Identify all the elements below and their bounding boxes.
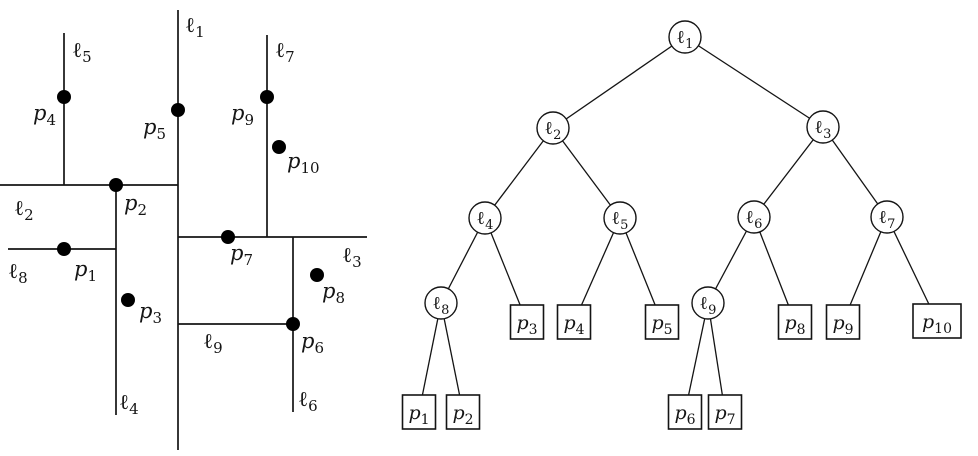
point-p6-label: p6 <box>301 329 324 357</box>
tree-edge-l9-p7 <box>707 302 726 413</box>
tree-leaf-p3-label: p3 <box>516 312 537 338</box>
point-p9 <box>260 90 274 104</box>
tree-node-l6-label: ℓ6 <box>746 207 763 232</box>
point-p1-label: p1 <box>74 257 97 285</box>
tree-node-l9 <box>691 286 725 320</box>
point-p4-label: p4 <box>33 101 56 129</box>
point-p9-label: p9 <box>231 101 254 129</box>
tree-leaf-p5 <box>644 304 680 340</box>
point-p8 <box>310 268 324 282</box>
point-p2 <box>109 178 123 192</box>
tree-leaf-p10 <box>912 303 962 339</box>
point-p5 <box>171 103 185 117</box>
tree-node-l9-label: ℓ9 <box>700 293 717 318</box>
tree-node-l1-label: ℓ1 <box>677 27 694 52</box>
tree-node-l2-label: ℓ2 <box>545 118 562 143</box>
tree-leaf-p1 <box>401 394 437 430</box>
tree-leaf-p2-label: p2 <box>452 402 473 428</box>
tree-node-l5-label: ℓ5 <box>612 208 629 233</box>
point-p3 <box>121 293 135 307</box>
line-l1-label: ℓ1 <box>185 13 205 41</box>
tree-node-l8-label: ℓ8 <box>433 293 450 318</box>
tree-edge-l9-p6 <box>684 302 709 413</box>
tree-leaf-p7-label: p7 <box>714 402 735 428</box>
tree-edge-l1-l3 <box>684 36 824 128</box>
tree-node-l4-label: ℓ4 <box>477 208 494 233</box>
line-l3-label: ℓ3 <box>342 243 362 271</box>
tree-node-l5 <box>603 201 637 235</box>
tree-leaf-p8 <box>777 304 813 340</box>
tree-leaf-p10-label: p10 <box>922 311 952 337</box>
tree-leaf-p9 <box>825 304 861 340</box>
tree-edge-l2-l4 <box>484 127 554 219</box>
tree-edge-l8-p2 <box>440 302 464 413</box>
point-p5-label: p5 <box>143 115 166 143</box>
line-l4-label: ℓ4 <box>119 390 139 418</box>
point-p6 <box>286 317 300 331</box>
tree-node-l8 <box>424 286 458 320</box>
line-l9-label: ℓ9 <box>203 329 223 357</box>
tree-leaf-p4-label: p4 <box>563 312 584 338</box>
point-p10-label: p10 <box>287 149 320 177</box>
line-l2-label: ℓ2 <box>14 196 34 224</box>
point-p7-label: p7 <box>230 241 253 269</box>
tree-edge-l8-p1 <box>418 302 442 413</box>
point-p3-label: p3 <box>139 299 162 327</box>
tree-leaf-p1-label: p1 <box>408 402 429 428</box>
tree-node-l4 <box>468 201 502 235</box>
tree-edge-l3-l7 <box>822 126 888 218</box>
tree-node-l1 <box>668 20 702 54</box>
planar-subdivision-diagram: ℓ1 ℓ2 ℓ3 ℓ4 ℓ5 ℓ6 ℓ7 ℓ8 ℓ9 p1 p2 p3 p4 p5 p6 p7 p8 p9 p10 <box>0 10 367 450</box>
point-p8-label: p8 <box>322 279 345 307</box>
point-p10 <box>272 140 286 154</box>
tree-node-l2 <box>536 111 570 145</box>
tree-node-l7-label: ℓ7 <box>879 207 896 232</box>
tree-edge-l1-l2 <box>552 36 686 129</box>
tree-leaf-p2 <box>445 394 481 430</box>
tree-edge-l2-l5 <box>552 127 621 219</box>
tree-edge-l3-l6 <box>753 126 824 218</box>
tree-leaf-p9-label: p9 <box>832 312 853 338</box>
line-l8-label: ℓ8 <box>8 259 28 287</box>
tree-leaf-p3 <box>509 304 545 340</box>
point-p7 <box>221 230 235 244</box>
point-p4 <box>57 90 71 104</box>
tree-node-l3 <box>806 110 840 144</box>
tree-node-l7 <box>870 200 904 234</box>
tree-node-l6 <box>737 200 771 234</box>
tree-leaf-p6 <box>667 394 703 430</box>
tree-leaf-p5-label: p5 <box>651 312 672 338</box>
tree-leaf-p6-label: p6 <box>674 402 695 428</box>
line-l6-label: ℓ6 <box>298 387 318 415</box>
bsp-tree-diagram: ℓ1 ℓ2 ℓ3 ℓ4 ℓ5 ℓ6 ℓ7 ℓ8 ℓ9 p1 p2 p3 p4 p5 p6 p7 p8 p9 p10 <box>401 20 962 430</box>
point-p2-label: p2 <box>124 191 147 219</box>
line-l7-label: ℓ7 <box>275 38 295 66</box>
tree-node-l3-label: ℓ3 <box>815 117 832 142</box>
tree-leaf-p7 <box>707 394 743 430</box>
line-l5-label: ℓ5 <box>72 38 92 66</box>
point-p1 <box>57 242 71 256</box>
tree-leaf-p8-label: p8 <box>784 312 805 338</box>
tree-leaf-p4 <box>556 304 592 340</box>
